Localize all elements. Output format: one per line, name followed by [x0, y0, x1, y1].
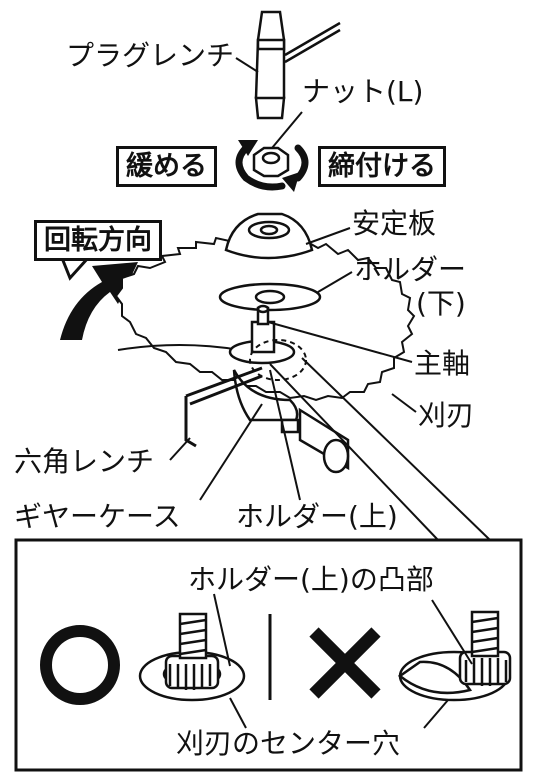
detail-caption-top: ホルダー(上)の凸部 [188, 563, 434, 596]
blade-inner-curve [117, 344, 241, 351]
holder-lower-label: ホルダー [354, 253, 467, 286]
wrong-holder-drawing [397, 610, 512, 702]
hex-wrench-label: 六角レンチ [14, 445, 155, 478]
main-shaft-drawing [228, 304, 296, 365]
hex-wrench-drawing [184, 366, 263, 448]
plug-wrench-drawing [254, 10, 341, 120]
main-shaft-label: 主軸 [414, 347, 471, 380]
gear-case-drawing [232, 369, 350, 474]
nut-drawing [252, 146, 290, 178]
holder-lower-drawing [218, 282, 322, 312]
rotation-big-arrow [60, 262, 138, 340]
nut-label: ナット(L) [302, 75, 424, 108]
rotation-arrows [235, 144, 309, 191]
rotation-callout-tail [60, 256, 90, 281]
detail-caption-bottom: 刈刃のセンター穴 [176, 727, 401, 760]
correct-leader-bottom [229, 697, 247, 729]
gear-case-label: ギヤーケース [14, 500, 181, 533]
blade-label: 刈刃 [418, 399, 475, 432]
holder-lower-leader [317, 271, 353, 293]
correct-circle-mark [40, 625, 120, 705]
holder-upper-label: ホルダー(上) [236, 500, 398, 533]
blade-leader [391, 393, 417, 413]
wrong-x-mark [309, 627, 381, 699]
detail-dashed-circle [249, 339, 307, 381]
correct-leader-top [213, 593, 231, 667]
holder-lower-sub-label: (下) [416, 287, 466, 320]
stabilizer-plate-drawing [224, 212, 314, 260]
loosen-label: 緩める [116, 146, 217, 187]
tighten-label: 締付ける [318, 146, 446, 187]
wrong-leader-top [431, 599, 473, 665]
gear-case-leader [199, 403, 263, 501]
hex-wrench-leader [169, 437, 191, 461]
nut-leader [271, 111, 303, 149]
main-shaft-leader [267, 321, 413, 363]
detail-line-right [301, 357, 491, 541]
detail-line-left [269, 363, 439, 541]
holder-upper-leader [269, 369, 301, 501]
tighten-arrowhead [282, 172, 300, 192]
plug-wrench-leader [235, 57, 259, 73]
loosen-arrowhead [238, 140, 258, 156]
correct-holder-drawing [138, 612, 246, 702]
wrong-leader-bottom [423, 699, 449, 729]
rotation-direction-label: 回転方向 [34, 220, 162, 261]
plug-wrench-label: プラグレンチ [66, 39, 235, 72]
stabilizer-leader [305, 227, 351, 245]
stabilizer-plate-label: 安定板 [352, 207, 437, 240]
